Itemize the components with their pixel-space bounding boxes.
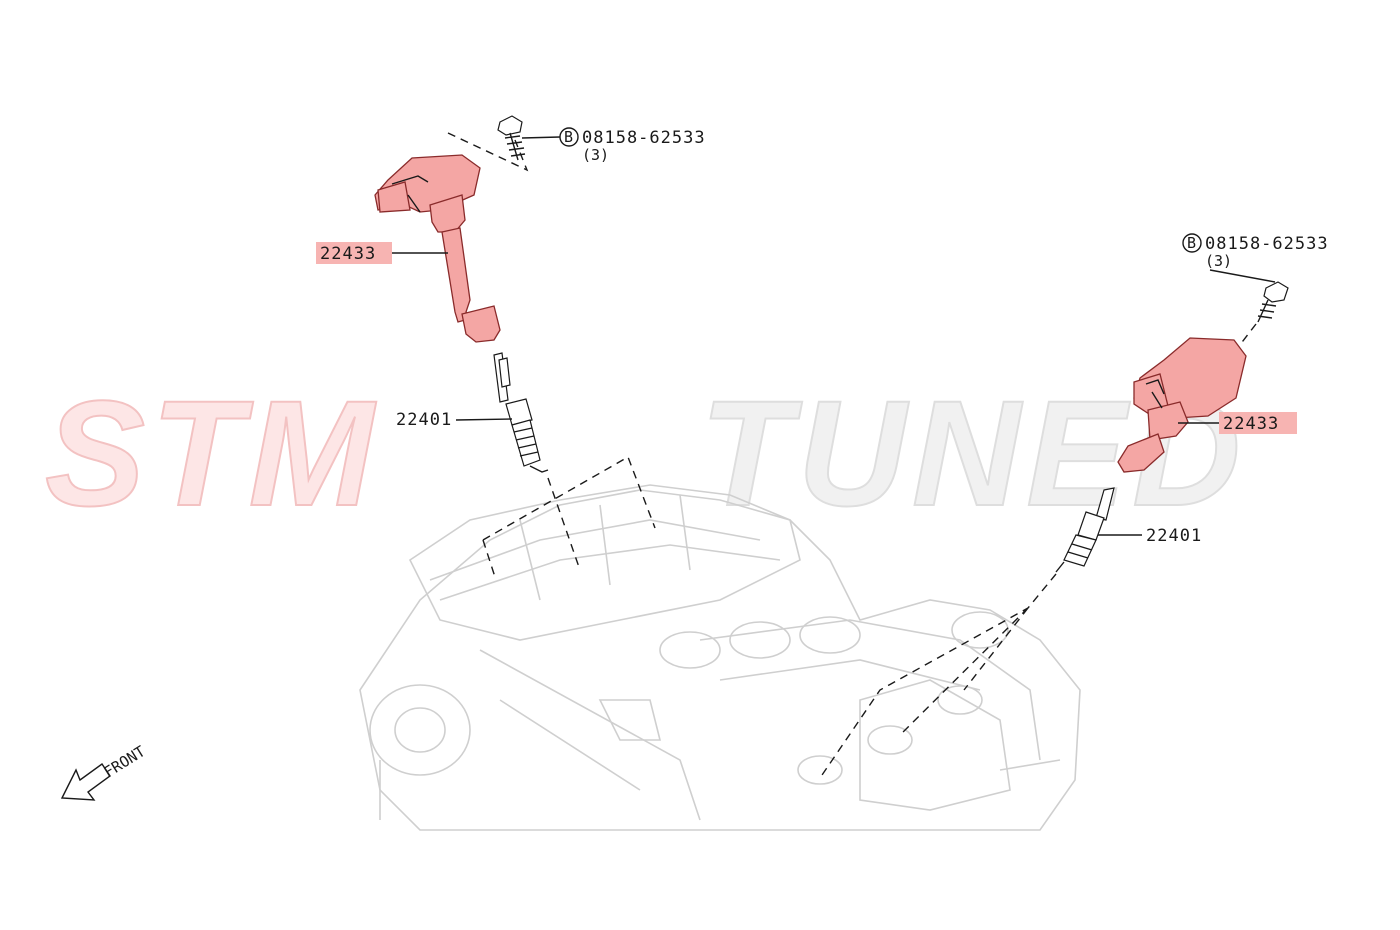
left-plug-leader [455,418,513,421]
left-bolt-part-number: 08158-62533 [582,128,706,148]
right-bolt-qty: (3) [1205,252,1232,270]
engine-block [359,484,1081,831]
right-bolt-dashline [1235,323,1257,351]
left-coil-highlight [316,242,392,264]
left-bolt [497,115,526,161]
left-bolt-qty: (3) [582,146,609,164]
right-plug-part-number: 22401 [1146,526,1202,546]
left-spark-plug [493,352,549,473]
right-bolt-circle [1182,233,1202,253]
left-bolt-leader [521,136,561,139]
left-coil-part-number: 22433 [320,244,376,264]
watermark: STM TUNED [44,368,1242,538]
right-coil-part-number: 22433 [1223,414,1279,434]
watermark-stm: STM [45,369,380,537]
right-bolt-letter: B [1187,234,1196,252]
right-ignition-coil [1117,337,1247,473]
right-coil-highlight [1219,412,1297,434]
right-spark-plug [1055,487,1115,573]
left-group: B 08158-62533 (3) 22433 22401 [316,115,706,578]
front-indicator: FRONT [60,742,149,801]
right-group: B 08158-62533 (3) 22433 22401 [819,233,1329,779]
left-ignition-coil [374,154,501,343]
left-plug-part-number: 22401 [396,410,452,430]
right-bolt [1257,281,1289,323]
right-bolt-part-number: 08158-62533 [1205,234,1329,254]
front-arrow-icon [60,763,111,801]
left-bolt-dashline [447,132,529,172]
front-label: FRONT [101,742,149,781]
left-bolt-letter: B [564,128,573,146]
right-bolt-leader [1209,269,1276,283]
left-bolt-circle [559,127,579,147]
left-plug-dashline [482,455,656,578]
right-plug-dashline [819,573,1057,779]
